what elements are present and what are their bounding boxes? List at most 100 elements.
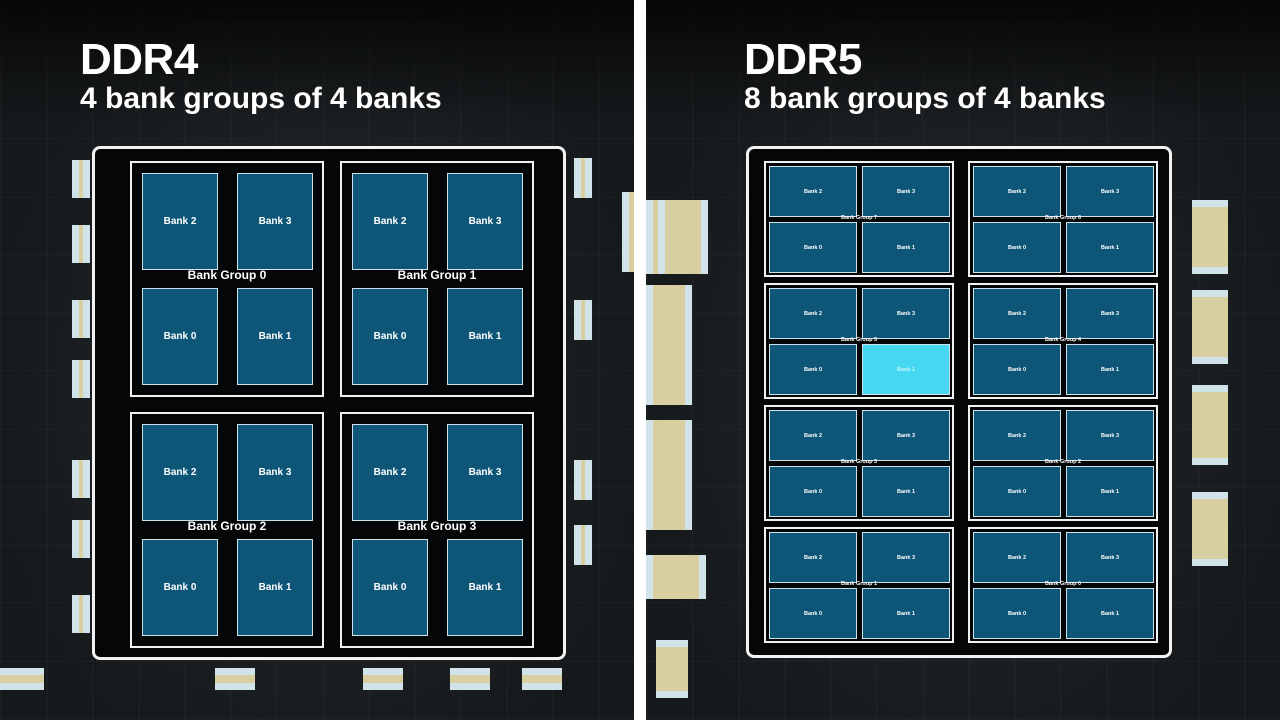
bank: Bank 2 [973,166,1061,217]
bank: Bank 3 [862,166,950,217]
bank: Bank 0 [973,588,1061,639]
bank: Bank 0 [769,466,857,517]
smd-component [1192,200,1228,274]
bank: Bank 3 [1066,166,1154,217]
bank: Bank 3 [862,532,950,583]
smd-component [658,200,708,274]
bank: Bank 2 [142,424,218,521]
header-shade [0,0,634,120]
bank: Bank 3 [447,173,523,270]
bank: Bank 1 [447,288,523,385]
bank: Bank 1 [862,466,950,517]
bank: Bank 3 [447,424,523,521]
smd-component [646,555,706,599]
bank: Bank 3 [237,424,313,521]
bank: Bank 3 [1066,410,1154,461]
bank: Bank 3 [1066,288,1154,339]
bank: Bank 0 [973,344,1061,395]
bank: Bank 1 [1066,588,1154,639]
bank-group-label: Bank Group 0 [187,268,267,282]
smd-component [1192,492,1228,566]
smd-component [574,525,592,565]
bank-group-label: Bank Group 6 [1044,215,1082,221]
bank-group-label: Bank Group 3 [397,519,477,533]
ddr5-subtitle: 8 bank groups of 4 banks [744,82,1106,115]
bank: Bank 2 [352,424,428,521]
smd-component [656,640,688,698]
bank: Bank 3 [237,173,313,270]
bank: Bank 0 [352,539,428,636]
smd-component [646,420,692,530]
bank: Bank 2 [973,532,1061,583]
bank-group-label: Bank Group 2 [1044,459,1082,465]
bank: Bank 0 [142,539,218,636]
smd-component [72,520,90,558]
smd-component [646,285,692,405]
smd-component [72,225,90,263]
bank-group-label: Bank Group 0 [1044,581,1082,587]
smd-component [363,668,403,690]
smd-component [72,360,90,398]
smd-component [0,668,44,690]
bank: Bank 2 [769,166,857,217]
bank: Bank 2 [142,173,218,270]
smd-component [622,192,634,272]
bank-group-label: Bank Group 7 [840,215,878,221]
bank: Bank 2 [352,173,428,270]
bank: Bank 0 [769,588,857,639]
panel-divider [634,0,646,720]
bank: Bank 2 [973,288,1061,339]
bank: Bank 2 [769,410,857,461]
bank: Bank 1 [237,288,313,385]
bank: Bank 2 [769,288,857,339]
bank: Bank 3 [862,288,950,339]
smd-component [72,160,90,198]
active-bank: Bank 1 [862,344,950,395]
smd-component [1192,290,1228,364]
bank: Bank 1 [862,222,950,273]
bank: Bank 0 [769,222,857,273]
bank: Bank 1 [1066,344,1154,395]
bank-group-label: Bank Group 2 [187,519,267,533]
bank: Bank 1 [1066,466,1154,517]
smd-component [574,300,592,340]
smd-component [72,460,90,498]
smd-component [450,668,490,690]
bank: Bank 2 [769,532,857,583]
bank: Bank 3 [1066,532,1154,583]
bank-group-label: Bank Group 1 [840,581,878,587]
smd-component [574,460,592,500]
bank: Bank 0 [973,222,1061,273]
ddr4-subtitle: 4 bank groups of 4 banks [80,82,442,115]
bank: Bank 0 [352,288,428,385]
header-shade [646,0,1280,120]
bank-group-label: Bank Group 4 [1044,337,1082,343]
bank: Bank 0 [973,466,1061,517]
bank-group-label: Bank Group 1 [397,268,477,282]
smd-component [1192,385,1228,465]
bank: Bank 0 [142,288,218,385]
ddr5-title: DDR5 [744,35,862,84]
smd-component [574,158,592,198]
bank: Bank 1 [1066,222,1154,273]
smd-component [72,595,90,633]
smd-component [522,668,562,690]
bank-group-label: Bank Group 3 [840,459,878,465]
bank: Bank 1 [237,539,313,636]
bank-group-label: Bank Group 5 [840,337,878,343]
